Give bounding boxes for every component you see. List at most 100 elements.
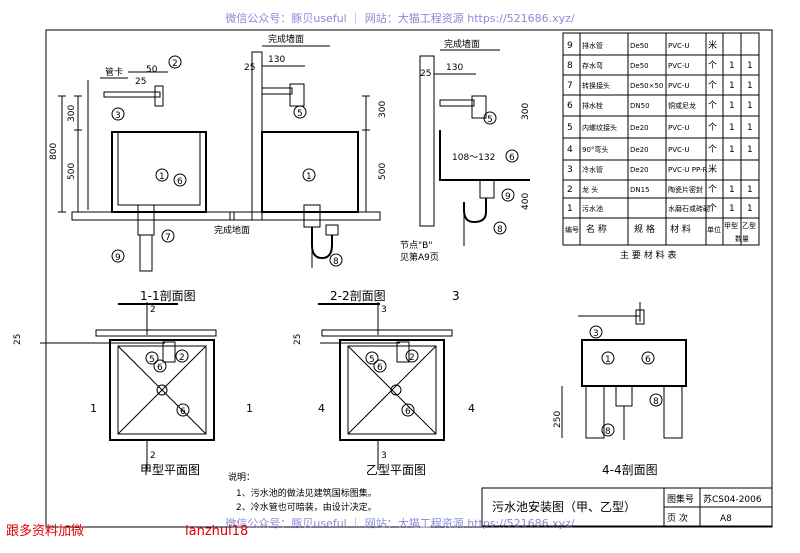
svg-text:7: 7 <box>165 233 171 243</box>
hdr-a: 甲型 <box>724 221 738 230</box>
material-cell-mat: PVC-U <box>668 62 690 70</box>
dim-130: 130 <box>268 55 285 65</box>
svg-text:8: 8 <box>653 397 659 407</box>
plan-b-title: 乙型平面图 <box>366 463 426 477</box>
svg-text:5: 5 <box>369 355 375 365</box>
material-cell-name: 转换接头 <box>582 81 610 90</box>
material-cell-unit: 个 <box>708 203 717 214</box>
section-1-1-title: 1-1剖面图 <box>140 289 196 303</box>
material-cell-b: 1 <box>747 185 753 195</box>
material-cell-unit: 个 <box>708 144 717 155</box>
plan-b-sec-bot: 3 <box>381 451 387 461</box>
dim-250: 250 <box>553 411 563 428</box>
dim-400-3: 400 <box>521 193 531 210</box>
material-cell-spec: De20 <box>630 124 649 132</box>
material-cell-b: 1 <box>747 81 753 91</box>
svg-text:8: 8 <box>497 225 503 235</box>
wall-label-3: 完成墙面 <box>444 38 480 50</box>
material-cell-name: 龙 头 <box>582 185 598 194</box>
material-cell-mat: 水磨石或砖砌 <box>668 204 710 213</box>
plan-type-b: 3 25 4 4 3 乙型平面图 <box>293 302 475 477</box>
hdr-spec: 规 格 <box>634 223 655 235</box>
section-2-2-title: 2-2剖面图 <box>330 289 386 303</box>
range-label: 108～132 <box>452 153 495 163</box>
material-cell-mat: PVC-U PP-R <box>668 166 708 174</box>
material-cell-mat: PVC-U <box>668 42 690 50</box>
material-cell-a: 1 <box>729 123 735 133</box>
dim-800: 800 <box>49 143 59 160</box>
material-cell-no: 3 <box>567 165 573 175</box>
material-cell-a: 1 <box>729 101 735 111</box>
notes-title: 说明： <box>228 471 255 483</box>
callout-9c <box>501 188 515 202</box>
plan-b-d25: 25 <box>293 334 303 345</box>
dim-25-3: 25 <box>420 69 431 79</box>
material-cell-no: 7 <box>567 81 573 91</box>
sheet-border <box>45 29 773 528</box>
svg-text:1: 1 <box>159 172 165 182</box>
dim-25-top: 25 <box>135 77 146 87</box>
material-cell-no: 6 <box>567 101 573 111</box>
plan-a-sec-bot: 2 <box>150 451 156 461</box>
plan-a-sec-right: 1 <box>246 402 253 415</box>
material-cell-mat: PVC-U <box>668 124 690 132</box>
material-cell-spec: De50 <box>630 62 649 70</box>
material-cell-no: 9 <box>567 41 573 51</box>
plan-a-sec-left: 1 <box>90 402 97 415</box>
drawing-title: 污水池安装图（甲、乙型） <box>492 499 636 514</box>
red-note-right: lanzhui18 <box>185 524 248 539</box>
svg-text:6: 6 <box>509 153 515 163</box>
materials-footer: 主 要 材 料 表 <box>620 249 676 261</box>
svg-text:6: 6 <box>377 363 383 373</box>
plan-a-d25: 25 <box>13 334 23 345</box>
material-cell-spec: De50 <box>630 42 649 50</box>
plan-b-sec-right: 4 <box>468 402 475 415</box>
dim-500: 500 <box>67 163 77 180</box>
material-cell-no: 4 <box>567 145 573 155</box>
svg-text:1: 1 <box>306 172 312 182</box>
material-cell-spec: DN50 <box>630 102 650 110</box>
watermark-top: 微信公众号：豚贝useful ｜ 网站：大猫工程资源 https://52168… <box>225 11 575 25</box>
section-4-4-title: 4-4剖面图 <box>602 463 658 477</box>
section-2-2: 完成墙面 130 25 300 500 2-2剖面图 <box>229 33 388 305</box>
material-cell-unit: 米 <box>708 163 717 175</box>
svg-text:2: 2 <box>179 353 185 363</box>
material-cell-unit: 个 <box>708 100 717 111</box>
material-cell-a: 1 <box>729 61 735 71</box>
material-cell-unit: 个 <box>708 60 717 71</box>
svg-text:6: 6 <box>177 177 183 187</box>
material-cell-name: 污水池 <box>582 204 603 213</box>
node-b-ref: 见第A9页 <box>400 251 439 263</box>
material-cell-mat: 陶瓷片密封 <box>668 185 703 194</box>
callout-8c <box>493 221 507 235</box>
material-cell-unit: 个 <box>708 122 717 133</box>
callout-3 <box>111 107 125 121</box>
svg-text:6: 6 <box>405 407 411 417</box>
material-cell-spec: De50×50 <box>630 82 663 90</box>
hdr-unit: 单位 <box>707 225 721 234</box>
material-cell-b: 1 <box>747 61 753 71</box>
svg-text:6: 6 <box>157 363 163 373</box>
page-label: 页 次 <box>667 512 688 524</box>
watermark-bottom: 微信公众号：豚贝useful ｜ 网站：大猫工程资源 https://52168… <box>225 516 575 530</box>
material-cell-no: 5 <box>567 123 573 133</box>
svg-text:6: 6 <box>645 355 651 365</box>
dim-300-2: 300 <box>378 101 388 118</box>
svg-text:6: 6 <box>180 407 186 417</box>
hdr-mat: 材 料 <box>670 223 691 235</box>
svg-text:1: 1 <box>605 355 611 365</box>
note-2: 2、冷水管也可暗装，由设计决定。 <box>236 501 377 513</box>
hdr-b: 乙型 <box>742 221 756 230</box>
node-b-label: 节点"B" <box>400 240 432 251</box>
plan-type-a: 2 25 1 1 2 甲型平面图 <box>13 302 253 477</box>
callout-2 <box>168 55 182 69</box>
material-cell-no: 8 <box>567 61 573 71</box>
svg-text:3: 3 <box>115 111 121 121</box>
svg-text:2: 2 <box>172 59 178 69</box>
dim-130-3: 130 <box>446 63 463 73</box>
material-cell-name: 内螺纹接头 <box>582 123 617 132</box>
page-no: A8 <box>720 514 732 524</box>
svg-text:8: 8 <box>333 257 339 267</box>
